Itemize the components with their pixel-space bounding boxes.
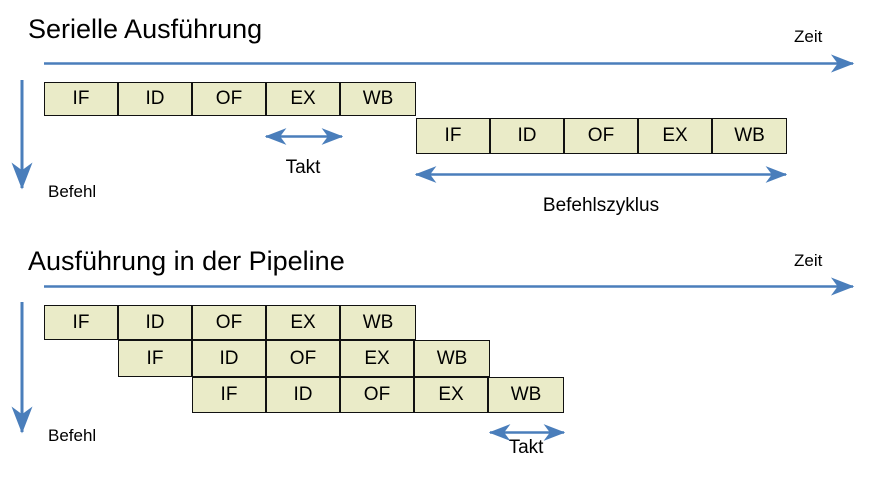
stage-box: ID [118,305,192,340]
stage-box: ID [490,118,564,154]
stage-box: OF [266,340,340,377]
time-axis-label-serial: Zeit [794,27,823,46]
section-title-serial: Serielle Ausführung [28,14,263,44]
stage-box: IF [416,118,490,154]
section-title-pipeline: Ausführung in der Pipeline [28,246,345,276]
stage-box: EX [414,377,488,413]
stage-box: OF [192,82,266,116]
stage-box: ID [118,82,192,116]
instruction-axis-label-pipeline: Befehl [48,426,97,445]
stage-box: EX [266,82,340,116]
time-axis-label-pipeline: Zeit [794,251,823,270]
stage-box: ID [266,377,340,413]
stage-box: ID [192,340,266,377]
stage-box: EX [638,118,712,154]
instruction-axis-label-serial: Befehl [48,182,97,201]
stage-box: EX [340,340,414,377]
stage-box: IF [44,305,118,340]
stage-box: WB [340,305,416,340]
stage-box: IF [192,377,266,413]
stage-box: WB [414,340,490,377]
stage-box: EX [266,305,340,340]
stage-box: OF [340,377,414,413]
befehlszyklus-label: Befehlszyklus [542,195,660,216]
takt-label-pipeline: Takt [508,437,544,458]
stage-box: IF [44,82,118,116]
stage-box: WB [340,82,416,116]
stage-box: OF [192,305,266,340]
stage-box: OF [564,118,638,154]
stage-box: IF [118,340,192,377]
stage-box: WB [712,118,787,154]
stage-box: WB [488,377,564,413]
takt-label-serial: Takt [285,157,321,178]
